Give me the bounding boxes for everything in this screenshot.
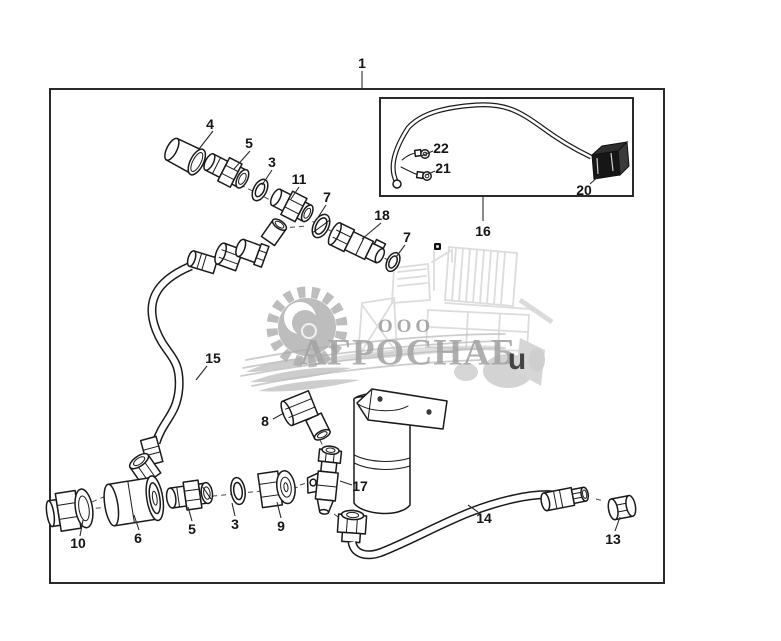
callout-11: 11 <box>291 171 307 187</box>
part-sensor-18 <box>327 222 387 264</box>
part-fitting-5-bottom <box>165 479 214 511</box>
callout-5-bottom: 5 <box>188 521 196 537</box>
hose-14 <box>347 490 555 560</box>
hose-15 <box>147 261 193 445</box>
callout-6: 6 <box>134 530 142 546</box>
part-oring-3-bottom <box>230 476 246 506</box>
callout-1: 1 <box>358 55 366 71</box>
callout-15: 15 <box>205 350 221 366</box>
callout-4: 4 <box>206 116 214 132</box>
callout-8: 8 <box>261 413 269 429</box>
callout-3-bottom: 3 <box>231 516 239 532</box>
part-union-11 <box>269 188 314 223</box>
hose-14-ferrule-end <box>540 486 590 512</box>
part-elbow-8 <box>280 390 331 441</box>
callout-18: 18 <box>374 207 390 223</box>
part-fitting-5-top <box>203 153 250 189</box>
part-coupler-6 <box>103 475 165 527</box>
part-cap-4 <box>164 137 207 176</box>
inset-frame <box>379 97 634 197</box>
callout-7-mid: 7 <box>403 229 411 245</box>
part-nut-9 <box>257 470 296 509</box>
harness-end-fitting <box>392 179 402 189</box>
callout-22: 22 <box>433 140 449 156</box>
callout-3-top: 3 <box>268 154 276 170</box>
callout-10: 10 <box>70 535 86 551</box>
main-frame <box>49 88 665 584</box>
part-tee-17 <box>306 445 343 515</box>
hose-14-nut-elbow <box>336 509 368 544</box>
callout-5-top: 5 <box>245 135 253 151</box>
callout-16: 16 <box>475 223 491 239</box>
filter-assembly <box>353 388 448 515</box>
part-elbow-fitting-top <box>235 218 288 268</box>
connector-20 <box>590 140 630 180</box>
callout-leader-lines <box>79 71 621 537</box>
part-washer-7-mid <box>385 251 401 273</box>
callout-17: 17 <box>352 478 368 494</box>
part-washer-7-top <box>311 213 331 239</box>
callout-13: 13 <box>605 531 621 547</box>
callout-21: 21 <box>435 160 451 176</box>
part-plug-10 <box>45 488 94 532</box>
callout-9: 9 <box>277 518 285 534</box>
wiring-harness-16 <box>390 102 630 189</box>
tiny-square-mark <box>434 243 441 250</box>
callout-7-top: 7 <box>323 189 331 205</box>
callout-14: 14 <box>476 510 492 526</box>
hose-15-ferrule-top <box>186 250 219 275</box>
callout-20: 20 <box>576 182 592 198</box>
part-cap-13 <box>607 494 637 521</box>
